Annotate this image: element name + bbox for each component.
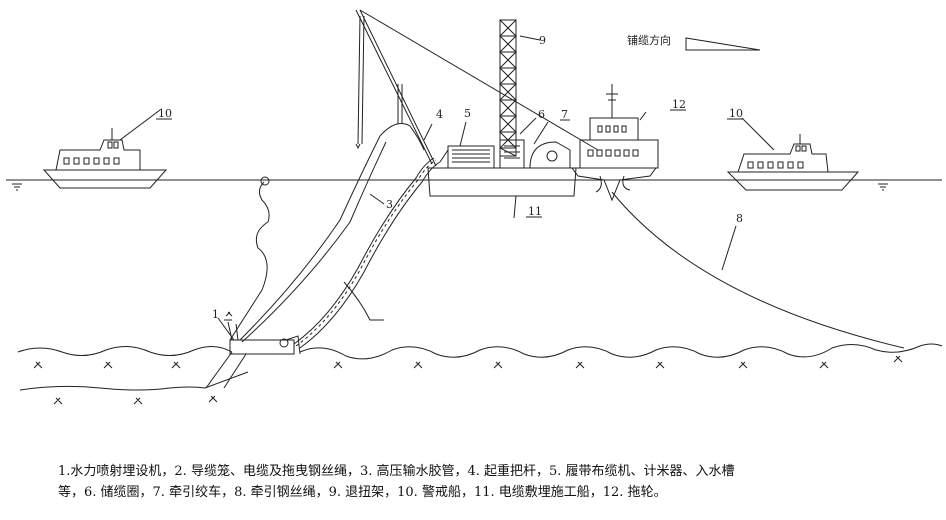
label-3: 3 [386,198,393,211]
detwist-tower [499,19,517,157]
guard-boat-right [726,134,860,191]
leader-lines [119,35,775,321]
figure-caption: 1.水力喷射埋设机，2. 导缆笼、电缆及拖曳钢丝绳，3. 高压输水胶管，4. 起… [58,461,918,503]
label-9: 9 [539,34,546,47]
cable-laying-barge [427,139,577,197]
guard-boat-left [42,128,168,189]
label-12: 12 [672,98,686,111]
direction-label: 铺缆方向 [627,33,671,47]
label-underlines [156,109,743,218]
label-5: 5 [464,107,471,120]
seabed [17,311,943,405]
laying-direction-indicator: 铺缆方向 [627,33,761,51]
label-8: 8 [736,212,743,225]
label-1: 1 [212,308,219,321]
lifting-boom [355,9,599,167]
label-10-left: 10 [158,107,172,120]
label-11: 11 [528,205,542,218]
label-10-right: 10 [729,107,743,120]
jet-trencher [217,317,301,355]
caption-line-2: 等，6. 储缆圈，7. 牵引绞车，8. 牵引钢丝绳，9. 退扭架，10. 警戒船… [58,485,667,500]
label-6: 6 [538,108,545,121]
high-pressure-hose [229,123,425,343]
label-7: 7 [561,108,568,121]
number-labels: 1 3 4 5 6 7 8 9 10 10 11 12 [158,34,743,321]
tug-boat [571,84,659,202]
caption-line-1: 1.水力喷射埋设机，2. 导缆笼、电缆及拖曳钢丝绳，3. 高压输水胶管，4. 起… [58,464,735,479]
label-4: 4 [436,108,443,121]
traction-wire-rope [611,191,905,349]
